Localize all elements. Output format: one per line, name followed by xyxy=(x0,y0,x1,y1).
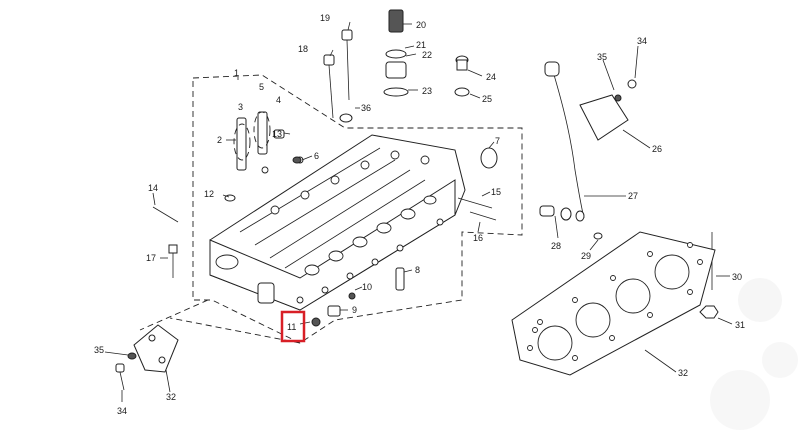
part-label: 15 xyxy=(491,187,501,197)
part-label: 6 xyxy=(314,151,319,161)
part-label: 23 xyxy=(422,86,432,96)
part-label: 9 xyxy=(352,305,357,315)
part-label: 7 xyxy=(495,136,500,146)
part-label: 19 xyxy=(320,13,330,23)
leader-lines xyxy=(104,21,733,402)
part-label: 24 xyxy=(486,72,496,82)
part-label: 3 xyxy=(238,102,243,112)
part-label: 21 xyxy=(416,40,426,50)
part-label: 10 xyxy=(362,282,372,292)
part-label: 27 xyxy=(628,191,638,201)
part-label: 34 xyxy=(117,406,127,416)
part-label: 30 xyxy=(732,272,742,282)
right-side-parts xyxy=(539,61,719,319)
part-label: 2 xyxy=(217,135,222,145)
part-label: 29 xyxy=(581,251,591,261)
part-label: 18 xyxy=(298,44,308,54)
part-label: 26 xyxy=(652,144,662,154)
scan-noise xyxy=(710,278,798,430)
cover-plate-lower-left xyxy=(115,324,179,391)
part-label: 12 xyxy=(204,189,214,199)
part-label: 8 xyxy=(415,265,420,275)
part-label: 17 xyxy=(146,253,156,263)
part-label: 36 xyxy=(361,103,371,113)
assembly-outline xyxy=(139,74,523,344)
part-label: 5 xyxy=(259,82,264,92)
part-label: 34 xyxy=(637,36,647,46)
highlight-box xyxy=(280,310,306,343)
part-label: 14 xyxy=(148,183,158,193)
part-label: 35 xyxy=(597,52,607,62)
part-label: 32 xyxy=(678,368,688,378)
part-label: 32 xyxy=(166,392,176,402)
cylinder-head xyxy=(209,134,466,311)
sender-stack xyxy=(383,9,470,97)
part-label: 25 xyxy=(482,94,492,104)
part-label: 13 xyxy=(272,129,282,139)
head-gasket xyxy=(511,231,716,376)
part-label: 11 xyxy=(287,322,296,332)
part-label: 1 xyxy=(234,68,239,78)
part-label: 4 xyxy=(276,95,281,105)
part-label: 28 xyxy=(551,241,561,251)
part-label: 20 xyxy=(416,20,426,30)
part-label: 31 xyxy=(735,320,745,330)
part-label: 22 xyxy=(422,50,432,60)
part-label: 16 xyxy=(473,233,483,243)
left-side-parts xyxy=(152,29,498,327)
part-labels: 1 2 3 4 5 6 7 8 9 10 11 12 13 14 15 16 1… xyxy=(94,13,745,416)
part-label: 35 xyxy=(94,345,104,355)
